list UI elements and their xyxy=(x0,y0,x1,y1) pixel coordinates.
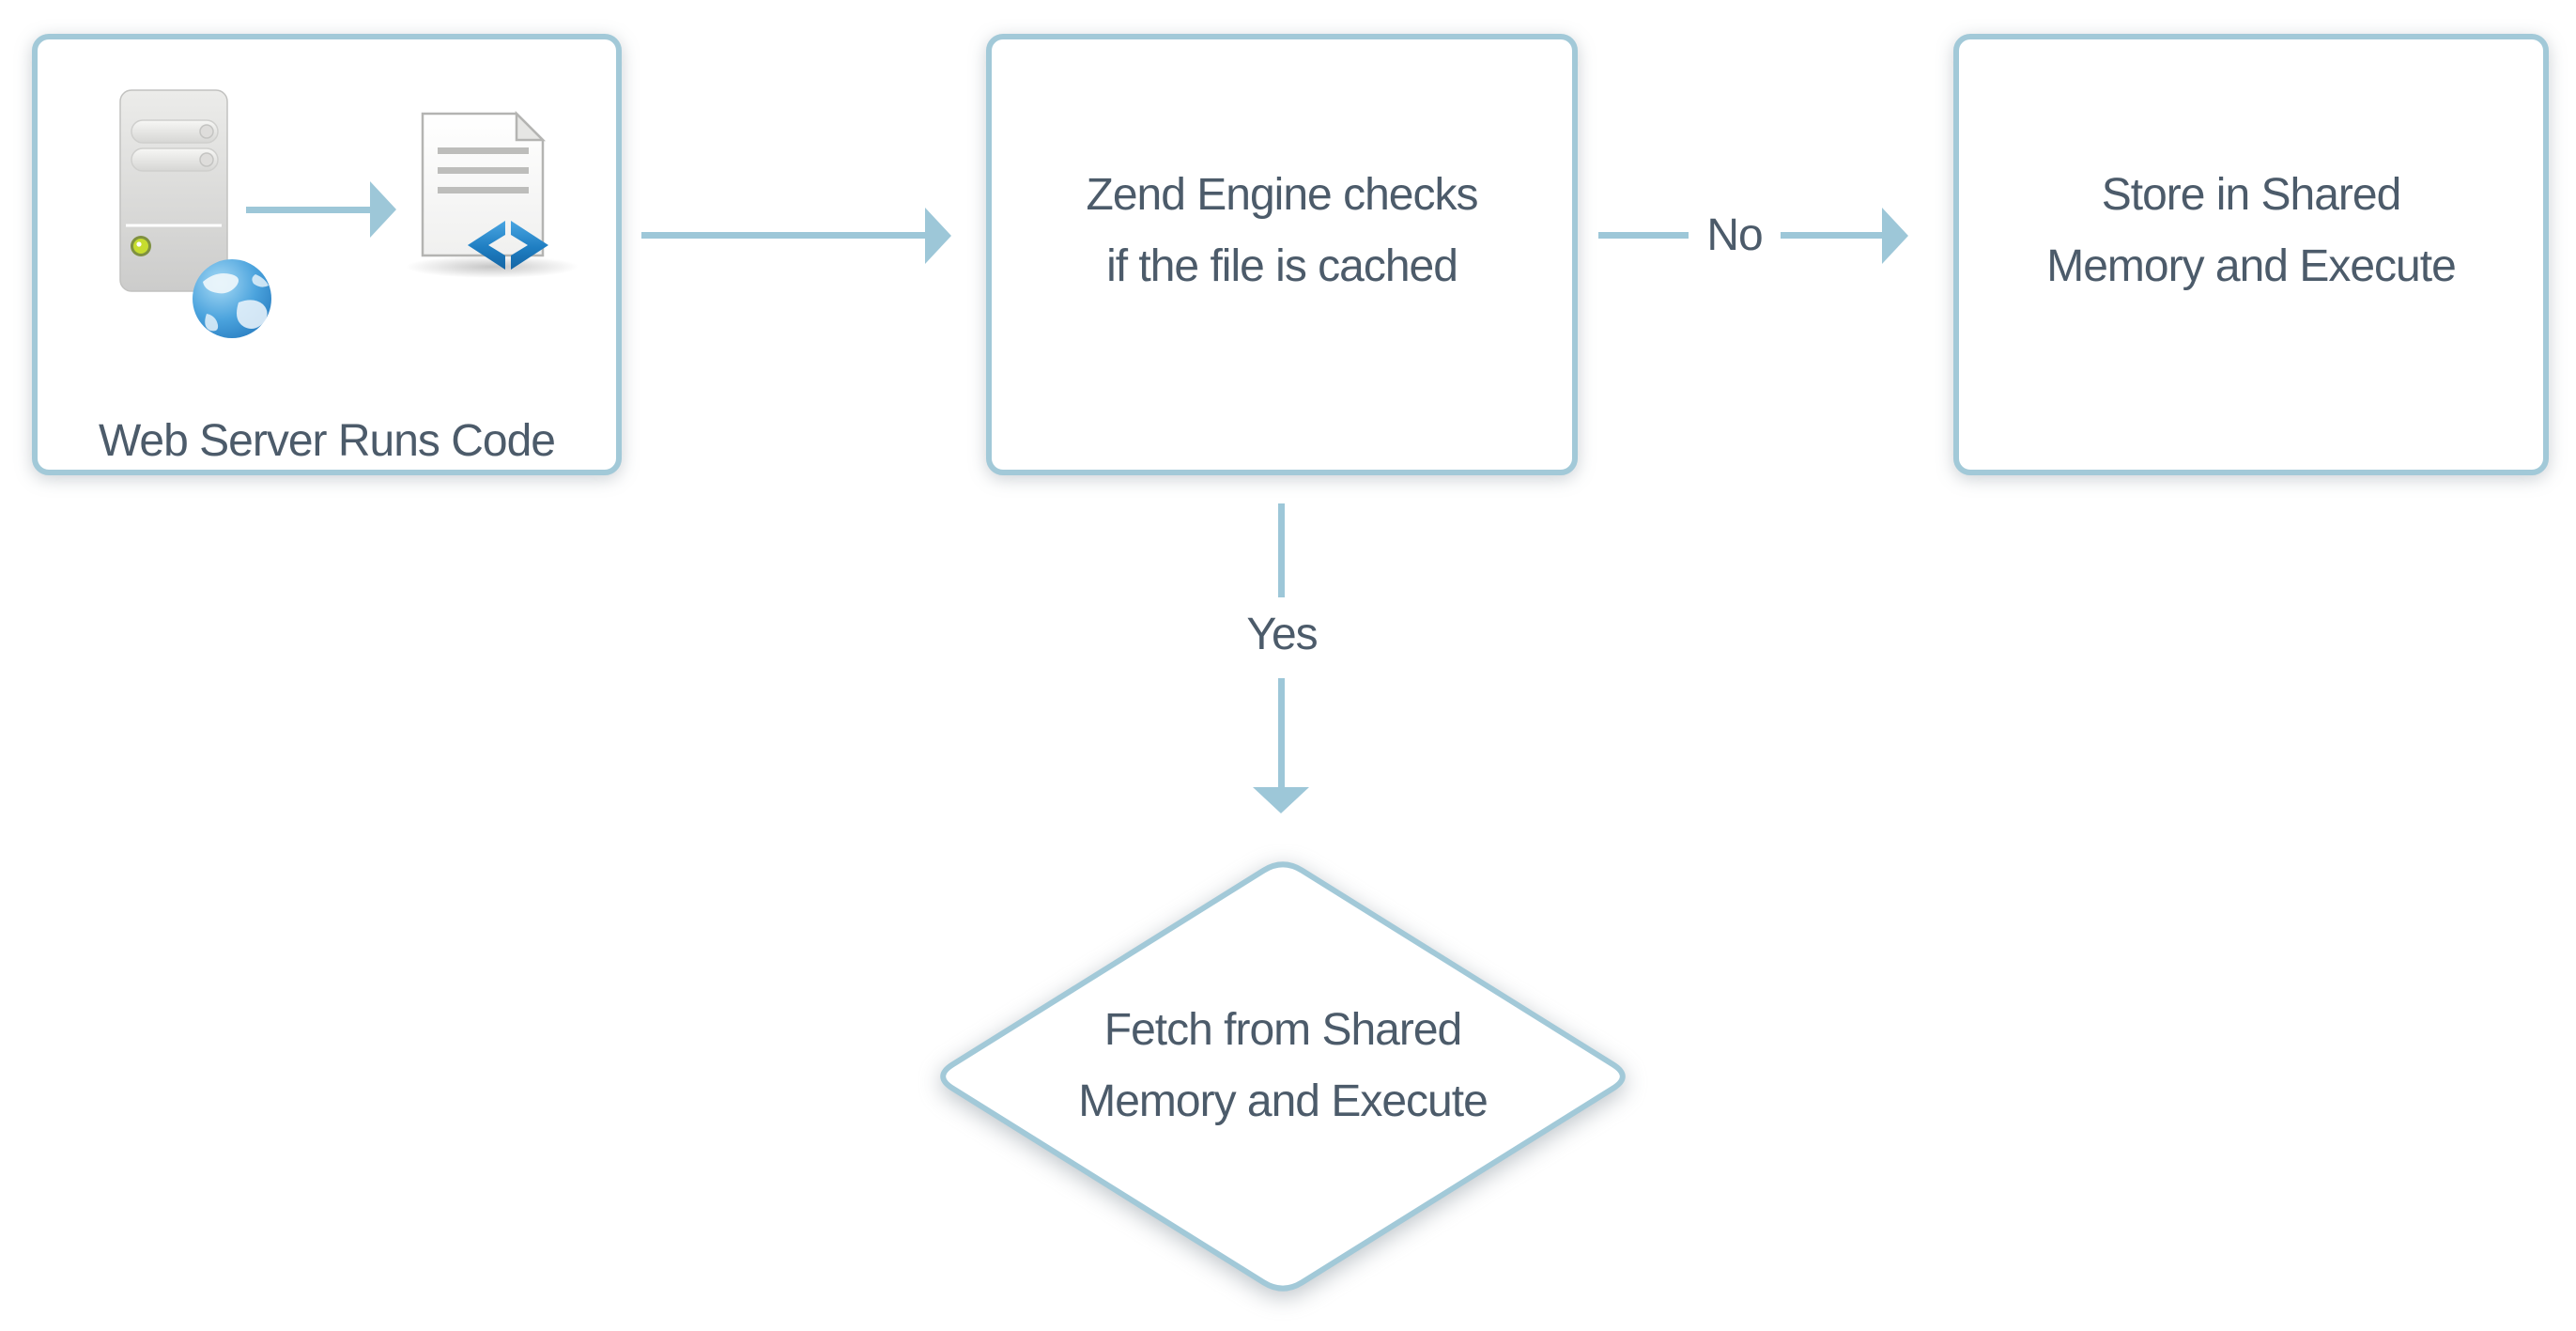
edge-yes-arrowhead-icon xyxy=(1253,787,1309,813)
node-web-server: Web Server Runs Code xyxy=(32,34,622,475)
edge-no-arrowhead-icon xyxy=(1882,208,1908,264)
edge-web-to-zend-line xyxy=(641,232,925,239)
arrow-right-icon xyxy=(246,181,396,238)
web-server-illustration xyxy=(119,89,578,338)
edge-yes-line-top xyxy=(1278,503,1285,597)
code-file-icon xyxy=(406,110,578,278)
label-line: Memory and Execute xyxy=(2046,241,2457,291)
edge-no-line-left xyxy=(1598,232,1689,239)
node-label-fetch-shared: Fetch from Shared Memory and Execute xyxy=(926,995,1640,1138)
edge-no-line-right xyxy=(1781,232,1882,239)
label-line: Web Server Runs Code xyxy=(98,416,556,466)
label-line: Fetch from Shared xyxy=(1103,1005,1463,1055)
edge-label-yes: Yes xyxy=(1246,610,1318,659)
node-fetch-shared-shape xyxy=(940,861,1626,1292)
diamond-outline xyxy=(940,861,1626,1292)
label-line: Store in Shared xyxy=(2101,170,2402,220)
label-line: Memory and Execute xyxy=(1078,1076,1489,1126)
node-zend-check: Zend Engine checks if the file is cached xyxy=(986,34,1578,475)
label-line: Zend Engine checks xyxy=(1086,170,1479,220)
node-store-shared: Store in Shared Memory and Execute xyxy=(1953,34,2549,475)
edge-label-no: No xyxy=(1706,210,1763,260)
edge-web-to-zend-arrowhead-icon xyxy=(925,208,951,264)
edge-yes-line-bottom xyxy=(1278,678,1285,787)
server-tower-icon xyxy=(119,89,228,292)
label-line: if the file is cached xyxy=(1106,241,1458,291)
node-label-zend-check: Zend Engine checks if the file is cached xyxy=(992,160,1572,302)
node-label-store-shared: Store in Shared Memory and Execute xyxy=(1959,160,2543,302)
node-label-web-server: Web Server Runs Code xyxy=(38,406,616,477)
node-fetch-shared: Fetch from Shared Memory and Execute xyxy=(926,851,1640,1302)
globe-icon xyxy=(193,259,271,338)
